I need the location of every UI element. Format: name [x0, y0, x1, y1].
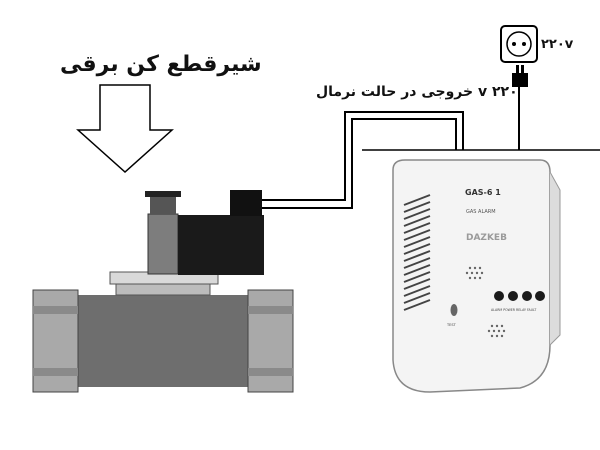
- output-note: ۲۲۰ v خروجی در حالت نرمال: [316, 84, 518, 100]
- device-model: GAS-6 1: [465, 188, 501, 197]
- valve-coil: [178, 215, 264, 275]
- solenoid-valve: [32, 190, 294, 393]
- power-plug: [512, 65, 528, 150]
- output-wires: [255, 111, 464, 209]
- supply-voltage-label: ۲۲۰v: [541, 37, 574, 52]
- test-button: [450, 304, 458, 316]
- down-arrow: [76, 84, 174, 174]
- device-subtitle: GAS ALARM: [466, 209, 496, 215]
- device-brand: DAZKEB: [466, 233, 507, 243]
- indicator-labels: ALARM POWER RELAY FAULT: [491, 308, 536, 312]
- wall-outlet: [500, 25, 538, 63]
- test-label: TEST: [446, 323, 457, 327]
- gas-detector: GAS-6 1 GAS ALARM DAZKEB ALARM POWER REL…: [392, 159, 561, 393]
- left-flange: [32, 289, 79, 393]
- right-flange: [247, 289, 294, 393]
- indicator-leds: [494, 291, 545, 301]
- valve-title: شیرقطع کن برقی: [60, 52, 262, 77]
- valve-body: [78, 295, 248, 387]
